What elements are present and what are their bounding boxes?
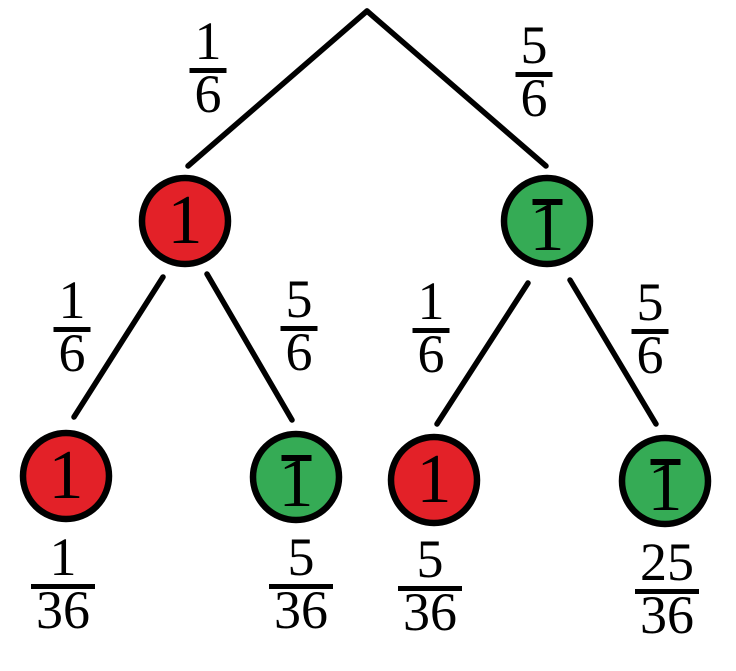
- fraction-denominator: 36: [640, 585, 694, 645]
- outcome-probability-one-notone: 5 36: [269, 530, 333, 637]
- branch-probability-root-left: 1 6: [189, 14, 227, 124]
- outcome-probability-one-one: 1 36: [31, 530, 95, 637]
- node-label-leaf-notone-notone: 1: [648, 453, 683, 523]
- node-digit: 1: [167, 182, 203, 259]
- branch-line-right-right: [567, 277, 659, 427]
- fraction-denominator: 36: [403, 582, 457, 642]
- fraction-denominator: 6: [520, 68, 548, 128]
- branch-line-left-right: [204, 271, 295, 423]
- node-circle-leaf-one-notone: [249, 430, 343, 524]
- fraction-denominator: 6: [285, 322, 313, 382]
- fraction-denominator: 6: [636, 325, 664, 385]
- node-digit: 1: [278, 445, 314, 522]
- fraction-numerator: 5: [280, 272, 318, 331]
- fraction-denominator: 6: [58, 323, 86, 383]
- fraction-numerator: 5: [631, 275, 669, 334]
- fraction-denominator: 6: [194, 64, 222, 124]
- branch-probability-left-right: 5 6: [280, 272, 318, 382]
- overline-not-symbol: [532, 199, 562, 205]
- node-digit: 1: [647, 449, 683, 526]
- fraction-numerator: 5: [269, 530, 333, 589]
- node-label-level1-one: 1: [168, 186, 203, 256]
- node-label-leaf-one-one: 1: [49, 441, 84, 511]
- fraction-numerator: 1: [412, 274, 450, 333]
- node-circle-leaf-one-one: [19, 429, 113, 523]
- fraction-numerator: 5: [398, 532, 462, 591]
- node-circle-level1-not-one: [500, 174, 594, 268]
- fraction-numerator: 1: [189, 14, 227, 73]
- fraction-numerator: 1: [53, 273, 91, 332]
- overline-not-symbol: [650, 459, 680, 465]
- fraction-denominator: 6: [417, 324, 445, 384]
- branch-line-left-left: [71, 274, 166, 420]
- node-circle-leaf-notone-one: [387, 433, 481, 527]
- node-circle-level1-one: [138, 174, 232, 268]
- fraction-numerator: 5: [515, 18, 553, 77]
- branch-probability-right-right: 5 6: [631, 275, 669, 385]
- node-label-leaf-one-notone: 1: [279, 449, 314, 519]
- branch-probability-right-left: 1 6: [412, 274, 450, 384]
- branch-probability-left-left: 1 6: [53, 273, 91, 383]
- overline-not-symbol: [281, 455, 311, 461]
- branch-lines: [71, 8, 659, 427]
- outcome-probability-notone-notone: 25 36: [635, 535, 699, 642]
- node-circle-leaf-notone-notone: [618, 434, 712, 528]
- branch-line-right-left: [434, 280, 531, 427]
- node-label-leaf-notone-one: 1: [417, 445, 452, 515]
- node-digit: 1: [529, 189, 565, 266]
- node-digit: 1: [48, 437, 84, 514]
- node-label-level1-not-one: 1: [530, 193, 565, 263]
- fraction-numerator: 1: [31, 530, 95, 589]
- branch-line-root-right: [364, 8, 549, 169]
- fraction-denominator: 36: [36, 580, 90, 640]
- node-circles: [19, 174, 712, 528]
- fraction-numerator: 25: [635, 535, 699, 594]
- node-digit: 1: [416, 441, 452, 518]
- outcome-probability-notone-one: 5 36: [398, 532, 462, 639]
- fraction-denominator: 36: [274, 580, 328, 640]
- branch-probability-root-right: 5 6: [515, 18, 553, 128]
- branch-line-root-left: [185, 8, 370, 169]
